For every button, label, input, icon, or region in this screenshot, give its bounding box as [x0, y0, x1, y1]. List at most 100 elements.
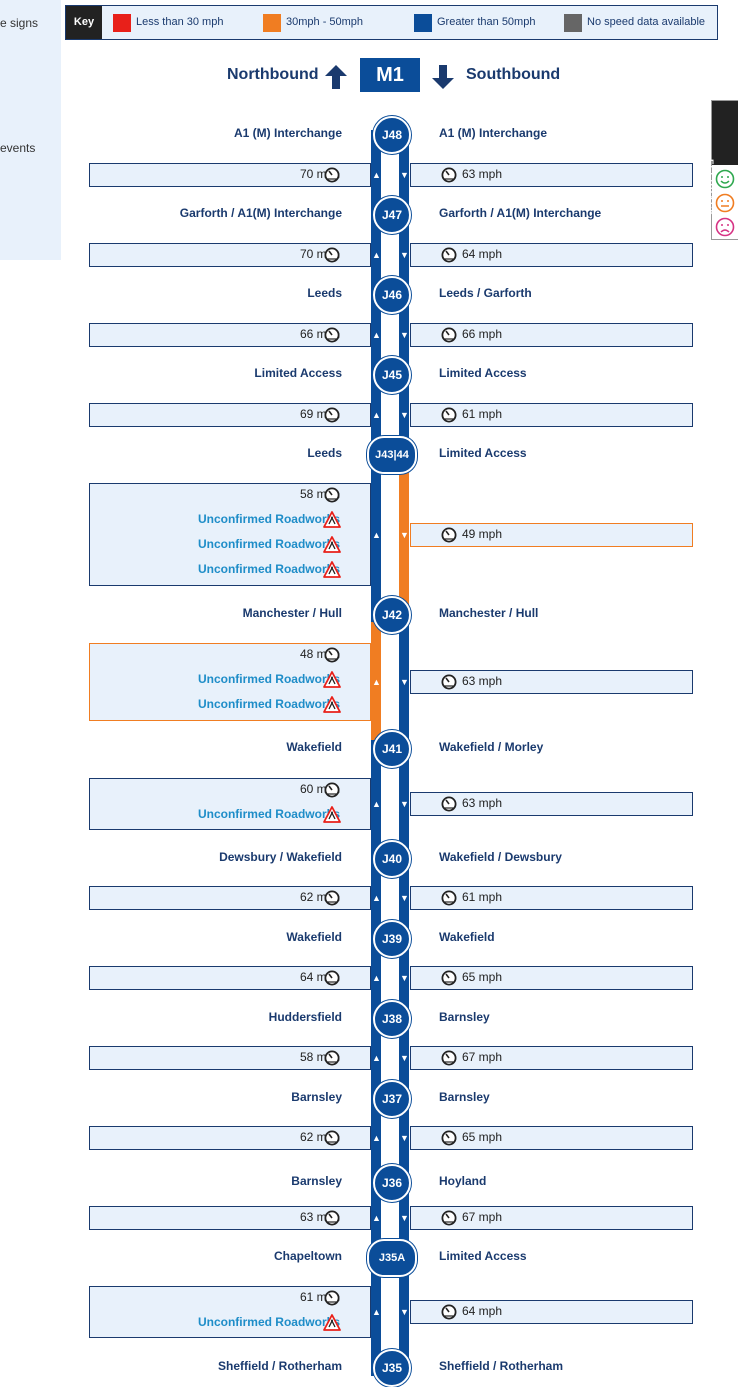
junction-marker[interactable]: J42	[373, 596, 411, 634]
junction-marker[interactable]: J35	[373, 1349, 411, 1387]
roadworks-warning-icon[interactable]	[323, 536, 341, 553]
southbound-direction-marker: ▼	[400, 530, 409, 540]
northbound-segment-box[interactable]: 66 mph	[89, 323, 371, 347]
feedback-tab[interactable]: FEEDBACK	[705, 100, 738, 240]
junction-southbound-destination: Sheffield / Rotherham	[439, 1359, 564, 1373]
northbound-segment-box[interactable]: 64 mph	[89, 966, 371, 990]
roadworks-warning-icon[interactable]	[323, 696, 341, 713]
southbound-segment-box[interactable]: 61 mph	[410, 403, 693, 427]
junction-northbound-destination: Wakefield	[286, 740, 342, 754]
southbound-segment-box[interactable]: 61 mph	[410, 886, 693, 910]
speedometer-icon	[324, 407, 340, 423]
southbound-segment-box[interactable]: 64 mph	[410, 243, 693, 267]
northbound-segment-box[interactable]: 62 mph	[89, 886, 371, 910]
northbound-direction-marker: ▲	[372, 250, 381, 260]
northbound-segment-box[interactable]: 70 mph	[89, 243, 371, 267]
roadworks-link[interactable]: Unconfirmed Roadworks	[197, 672, 340, 686]
speed-key: Key Less than 30 mph 30mph - 50mph Great…	[65, 5, 718, 40]
northbound-segment-box[interactable]: 61 mph Unconfirmed Roadworks	[89, 1286, 371, 1338]
northbound-direction-marker: ▲	[372, 410, 381, 420]
roadworks-link[interactable]: Unconfirmed Roadworks	[197, 512, 340, 526]
junction-marker[interactable]: J46	[373, 276, 411, 314]
roadworks-warning-icon[interactable]	[323, 511, 341, 528]
roadworks-warning-icon[interactable]	[323, 671, 341, 688]
northbound-segment-box[interactable]: 70 mph	[89, 163, 371, 187]
junction-southbound-destination: Barnsley	[439, 1090, 490, 1104]
roadworks-link[interactable]: Unconfirmed Roadworks	[197, 807, 340, 821]
northbound-lane-slow-section	[371, 622, 381, 740]
junction-northbound-destination: Limited Access	[254, 366, 342, 380]
junction-southbound-destination: A1 (M) Interchange	[439, 126, 548, 140]
northbound-segment-box[interactable]: 48 mph Unconfirmed Roadworks Unconfirmed…	[89, 643, 371, 721]
speedometer-icon	[324, 1290, 340, 1306]
southbound-speed: 65 mph	[462, 1130, 503, 1144]
speedometer-icon	[324, 647, 340, 663]
junction-marker[interactable]: J38	[373, 1000, 411, 1038]
junction-southbound-destination: Limited Access	[439, 366, 527, 380]
southbound-segment-box[interactable]: 63 mph	[410, 792, 693, 816]
junction-marker[interactable]: J37	[373, 1080, 411, 1118]
feedback-button[interactable]: FEEDBACK	[705, 101, 738, 217]
junction-marker[interactable]: J47	[373, 196, 411, 234]
northbound-segment-box[interactable]: 69 mph	[89, 403, 371, 427]
speedometer-icon	[324, 1050, 340, 1066]
southbound-speed: 64 mph	[462, 1304, 503, 1318]
side-panel-text-events: events	[0, 141, 36, 155]
junction-northbound-destination: Sheffield / Rotherham	[217, 1359, 342, 1373]
southbound-segment-box[interactable]: 67 mph	[410, 1046, 693, 1070]
northbound-segment-box[interactable]: 60 mph Unconfirmed Roadworks	[89, 778, 371, 830]
northbound-segment-box[interactable]: 62 mph	[89, 1126, 371, 1150]
speedometer-icon	[441, 674, 457, 690]
speedometer-icon	[324, 1130, 340, 1146]
speedometer-icon	[324, 487, 340, 503]
southbound-speed: 67 mph	[462, 1050, 503, 1064]
neutral-face-icon[interactable]	[715, 193, 735, 213]
southbound-segment-box[interactable]: 66 mph	[410, 323, 693, 347]
junction-southbound-destination: Wakefield / Morley	[439, 740, 544, 754]
speedometer-icon	[441, 970, 457, 986]
southbound-direction-marker: ▼	[400, 1307, 409, 1317]
junction-marker[interactable]: J40	[373, 840, 411, 878]
speedometer-icon	[441, 1050, 457, 1066]
southbound-speed: 61 mph	[462, 890, 503, 904]
roadworks-link[interactable]: Unconfirmed Roadworks	[197, 562, 340, 576]
roadworks-link[interactable]: Unconfirmed Roadworks	[197, 1315, 340, 1329]
southbound-segment-box[interactable]: 64 mph	[410, 1300, 693, 1324]
speedometer-icon	[324, 247, 340, 263]
roadworks-warning-icon[interactable]	[323, 561, 341, 578]
southbound-segment-box[interactable]: 65 mph	[410, 1126, 693, 1150]
junction-northbound-destination: Garforth / A1(M) Interchange	[179, 206, 342, 220]
junction-southbound-destination: Wakefield / Dewsbury	[439, 850, 562, 864]
southbound-segment-box[interactable]: 49 mph	[410, 523, 693, 547]
northbound-direction-marker: ▲	[372, 1307, 381, 1317]
junction-northbound-destination: Leeds	[307, 446, 342, 460]
southbound-segment-box[interactable]: 65 mph	[410, 966, 693, 990]
road-name-badge: M1	[360, 58, 420, 92]
junction-marker[interactable]: J43|44	[367, 436, 417, 474]
junction-marker[interactable]: J48	[373, 116, 411, 154]
southbound-segment-box[interactable]: 63 mph	[410, 670, 693, 694]
roadworks-warning-icon[interactable]	[323, 806, 341, 823]
southbound-direction-marker: ▼	[400, 1133, 409, 1143]
northbound-direction-marker: ▲	[372, 1133, 381, 1143]
northbound-segment-box[interactable]: 58 mph Unconfirmed Roadworks Unconfirmed…	[89, 483, 371, 586]
speedometer-icon	[324, 1210, 340, 1226]
junction-marker[interactable]: J36	[373, 1164, 411, 1202]
southbound-direction-marker: ▼	[400, 410, 409, 420]
sad-face-icon[interactable]	[715, 217, 735, 237]
southbound-segment-box[interactable]: 67 mph	[410, 1206, 693, 1230]
northbound-segment-box[interactable]: 63 mph	[89, 1206, 371, 1230]
southbound-segment-box[interactable]: 63 mph	[410, 163, 693, 187]
roadworks-link[interactable]: Unconfirmed Roadworks	[197, 537, 340, 551]
northbound-segment-box[interactable]: 58 mph	[89, 1046, 371, 1070]
junction-marker[interactable]: J45	[373, 356, 411, 394]
speedometer-icon	[441, 247, 457, 263]
roadworks-warning-icon[interactable]	[323, 1314, 341, 1331]
junction-marker[interactable]: J35A	[367, 1239, 417, 1277]
junction-marker[interactable]: J41	[373, 730, 411, 768]
speedometer-icon	[324, 890, 340, 906]
happy-face-icon[interactable]	[715, 169, 735, 189]
roadworks-link[interactable]: Unconfirmed Roadworks	[197, 697, 340, 711]
junction-marker[interactable]: J39	[373, 920, 411, 958]
northbound-direction-marker: ▲	[372, 530, 381, 540]
